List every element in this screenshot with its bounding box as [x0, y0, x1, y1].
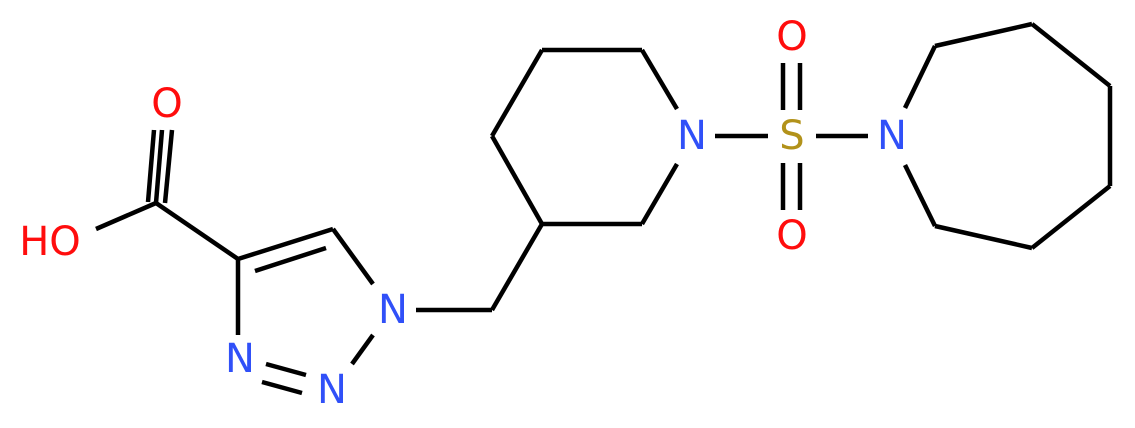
atom-s-sulfonyl: S — [779, 113, 804, 159]
piperidine-ring — [490, 47, 679, 227]
methylene-linker — [416, 222, 544, 313]
atom-o-sulfonyl-top: O — [776, 14, 807, 60]
atom-o-sulfonyl-bottom: O — [776, 213, 807, 259]
carboxylic-acid-group — [95, 129, 240, 261]
atom-o-carbonyl: O — [151, 81, 182, 127]
azepane-ring — [902, 21, 1113, 251]
triazole-ring — [235, 226, 375, 396]
atom-n-triazole-1: N — [378, 287, 408, 333]
atom-n-piperidine: N — [677, 113, 707, 159]
sulfonyl-group — [715, 63, 868, 210]
atom-n-triazole-2: N — [317, 367, 347, 413]
atom-oh-hydroxyl: HO — [19, 219, 81, 265]
atom-n-triazole-3: N — [225, 336, 255, 382]
atom-n-azepane: N — [877, 113, 907, 159]
